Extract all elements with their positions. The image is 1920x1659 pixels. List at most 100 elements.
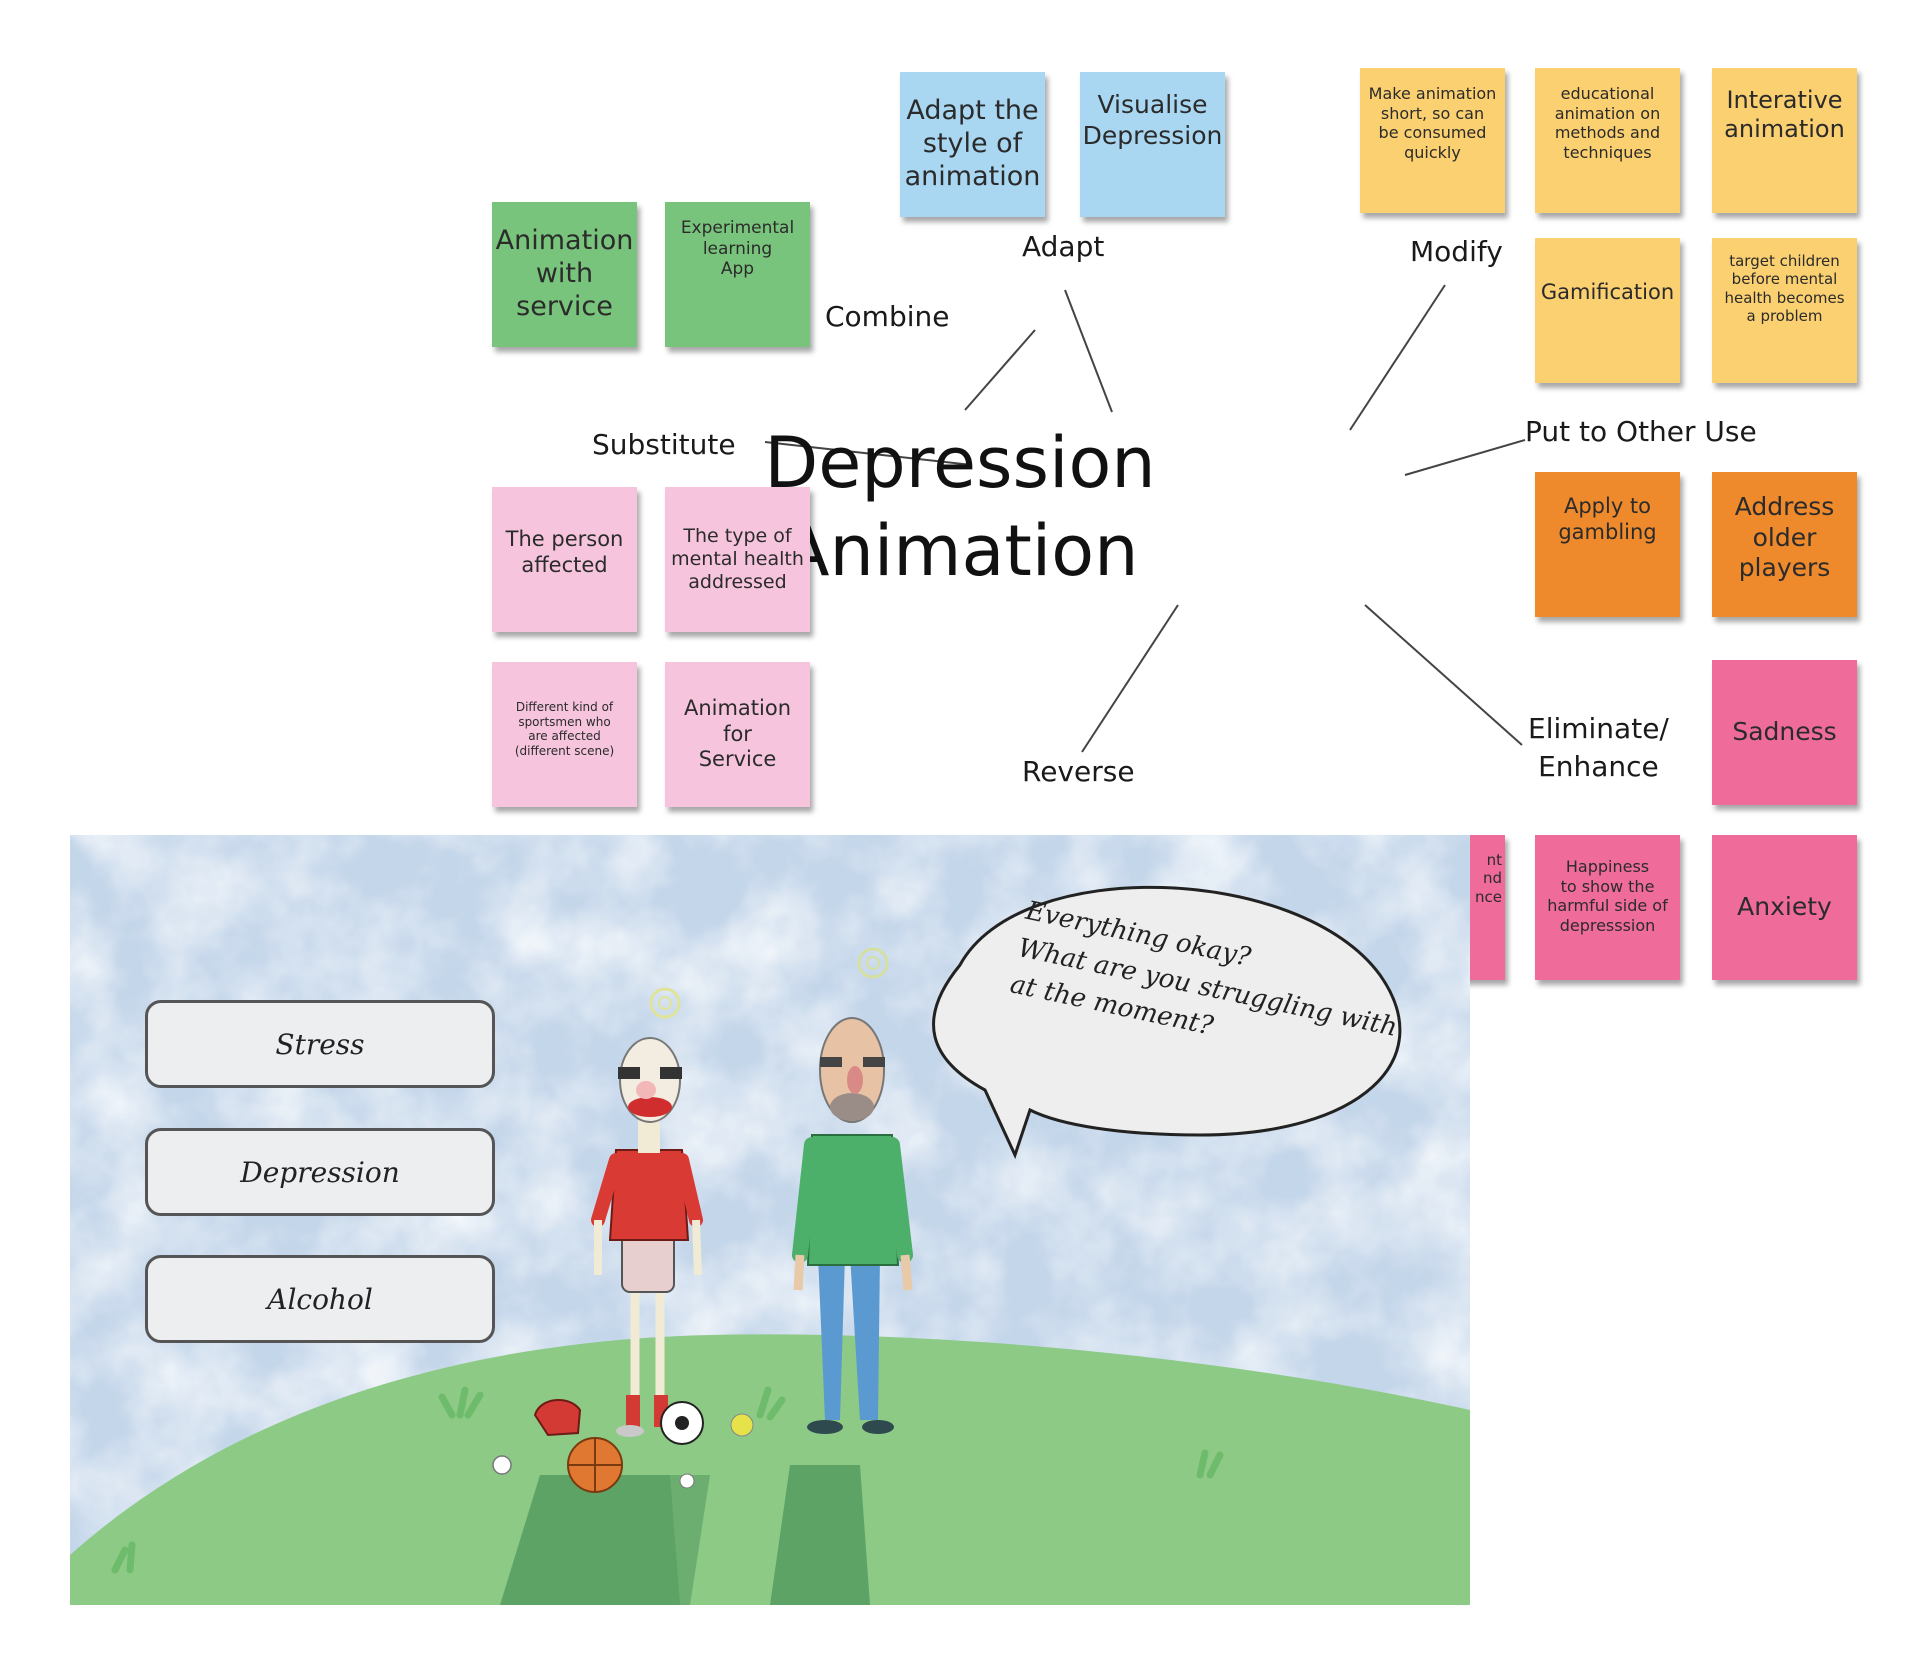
character-footballer bbox=[591, 1037, 703, 1437]
note-line: be consumed bbox=[1378, 123, 1487, 143]
note-happiness: Happiness to show the harmful side of de… bbox=[1535, 835, 1680, 980]
thought-swirl bbox=[857, 947, 889, 979]
note-line: nt bbox=[1486, 851, 1502, 869]
note-animation-with-service: Animation with service bbox=[492, 202, 637, 347]
note-line: Gamification bbox=[1540, 280, 1675, 304]
shadow bbox=[630, 1475, 710, 1605]
note-line: The person bbox=[505, 527, 624, 551]
connector-put-to-other-use bbox=[1404, 439, 1526, 476]
branch-label-adapt: Adapt bbox=[1022, 230, 1105, 263]
note-line: Animation bbox=[495, 225, 634, 257]
note-make-animation-short: Make animation short, so can be consumed… bbox=[1360, 68, 1505, 213]
note-line: techniques bbox=[1563, 142, 1652, 162]
note-address-older-players: Address older players bbox=[1712, 472, 1857, 617]
note-type-of-mental-health: The type of mental health addressed bbox=[665, 487, 810, 632]
note-line: nce bbox=[1475, 887, 1502, 906]
note-gamification: Gamification bbox=[1535, 238, 1680, 383]
branch-label-put-to-other-use: Put to Other Use bbox=[1525, 415, 1757, 448]
note-educational-animation: educational animation on methods and tec… bbox=[1535, 68, 1680, 213]
note-interative-animation: Interative animation bbox=[1712, 68, 1857, 213]
branch-label-eliminate-enhance: Eliminate/ Enhance bbox=[1528, 710, 1669, 786]
note-line: to show the bbox=[1560, 876, 1655, 896]
answer-button-alcohol[interactable]: Alcohol bbox=[145, 1255, 495, 1343]
branch-label-modify: Modify bbox=[1410, 235, 1503, 268]
note-line: animation bbox=[1724, 115, 1845, 144]
connector-combine bbox=[964, 329, 1036, 411]
connector-adapt bbox=[1064, 289, 1113, 413]
note-line: are affected bbox=[528, 729, 601, 744]
thought-swirl bbox=[658, 996, 672, 1010]
speech-bubble bbox=[932, 885, 1402, 1160]
note-line: App bbox=[720, 259, 755, 280]
note-sadness: Sadness bbox=[1712, 660, 1857, 805]
connector-modify bbox=[1349, 284, 1446, 431]
note-apply-to-gambling: Apply to gambling bbox=[1535, 472, 1680, 617]
note-line: target children bbox=[1729, 252, 1840, 270]
note-line: depresssion bbox=[1559, 915, 1656, 935]
note-line: Sadness bbox=[1732, 717, 1837, 747]
note-target-children: target children before mental health bec… bbox=[1712, 238, 1857, 383]
note-line: methods and bbox=[1554, 123, 1661, 143]
note-person-affected: The person affected bbox=[492, 487, 637, 632]
note-line: Make animation bbox=[1368, 84, 1497, 103]
note-line: Different kind of bbox=[515, 700, 614, 714]
central-topic: Depression Animation bbox=[730, 420, 1190, 595]
note-line: style of bbox=[922, 128, 1023, 160]
thought-swirl bbox=[866, 956, 880, 970]
note-line: short, so can bbox=[1380, 103, 1485, 123]
tennis-ball bbox=[730, 1413, 754, 1437]
note-line: Animation bbox=[683, 696, 792, 721]
note-animation-for-service: Animation for Service bbox=[665, 662, 810, 807]
connector-reverse bbox=[1081, 604, 1179, 753]
note-line: health becomes bbox=[1724, 288, 1845, 307]
branch-label-reverse: Reverse bbox=[1022, 755, 1135, 788]
thought-swirl bbox=[649, 987, 681, 1019]
scene-background bbox=[70, 835, 1470, 1605]
note-line: Visualise bbox=[1097, 90, 1208, 119]
note-line: Address bbox=[1734, 492, 1835, 521]
branch-label-substitute: Substitute bbox=[592, 428, 736, 461]
note-line: addressed bbox=[688, 571, 787, 594]
note-line: mental health bbox=[671, 548, 804, 571]
note-line: for bbox=[723, 721, 752, 746]
answer-button-stress[interactable]: Stress bbox=[145, 1000, 495, 1088]
baseball bbox=[492, 1455, 512, 1475]
shadow bbox=[500, 1475, 680, 1605]
animation-scene: Everything okay? What are you struggling… bbox=[70, 835, 1470, 1605]
note-line: Adapt the bbox=[906, 95, 1039, 127]
grass-tufts bbox=[111, 1386, 1224, 1574]
note-line: players bbox=[1738, 553, 1831, 582]
answer-button-depression[interactable]: Depression bbox=[145, 1128, 495, 1216]
note-line: nd bbox=[1482, 869, 1502, 888]
note-line: Interative bbox=[1726, 86, 1843, 114]
note-anxiety: Anxiety bbox=[1712, 835, 1857, 980]
note-line: Apply to bbox=[1563, 494, 1652, 518]
connector-eliminate bbox=[1364, 604, 1523, 746]
note-adapt-style-of-animation: Adapt the style of animation bbox=[900, 72, 1045, 217]
note-line: Happiness bbox=[1565, 857, 1650, 876]
connector-substitute bbox=[764, 441, 973, 466]
note-line: Depression bbox=[1082, 120, 1223, 150]
note-line: with bbox=[535, 258, 594, 290]
note-line: educational bbox=[1560, 84, 1655, 103]
branch-label-combine: Combine bbox=[825, 300, 950, 333]
character-older-man bbox=[792, 1017, 913, 1434]
note-line: The type of bbox=[683, 525, 792, 547]
note-line: gambling bbox=[1558, 519, 1657, 544]
golf-ball bbox=[679, 1473, 695, 1489]
note-line: service bbox=[516, 290, 613, 322]
branch-label-eliminate: Eliminate/ bbox=[1528, 712, 1669, 745]
note-line: (different scene) bbox=[514, 743, 615, 758]
note-line: learning bbox=[702, 238, 773, 259]
note-experimental-learning-app: Experimental learning App bbox=[665, 202, 810, 347]
note-line: animation bbox=[904, 160, 1041, 192]
note-line: a problem bbox=[1746, 306, 1823, 325]
note-line: older bbox=[1752, 522, 1817, 552]
note-line: harmful side of bbox=[1547, 896, 1668, 916]
note-line: affected bbox=[521, 552, 608, 577]
branch-label-enhance: Enhance bbox=[1538, 749, 1659, 783]
note-line: Service bbox=[698, 747, 777, 772]
note-line: before mental bbox=[1731, 270, 1838, 289]
shadow bbox=[770, 1465, 870, 1605]
